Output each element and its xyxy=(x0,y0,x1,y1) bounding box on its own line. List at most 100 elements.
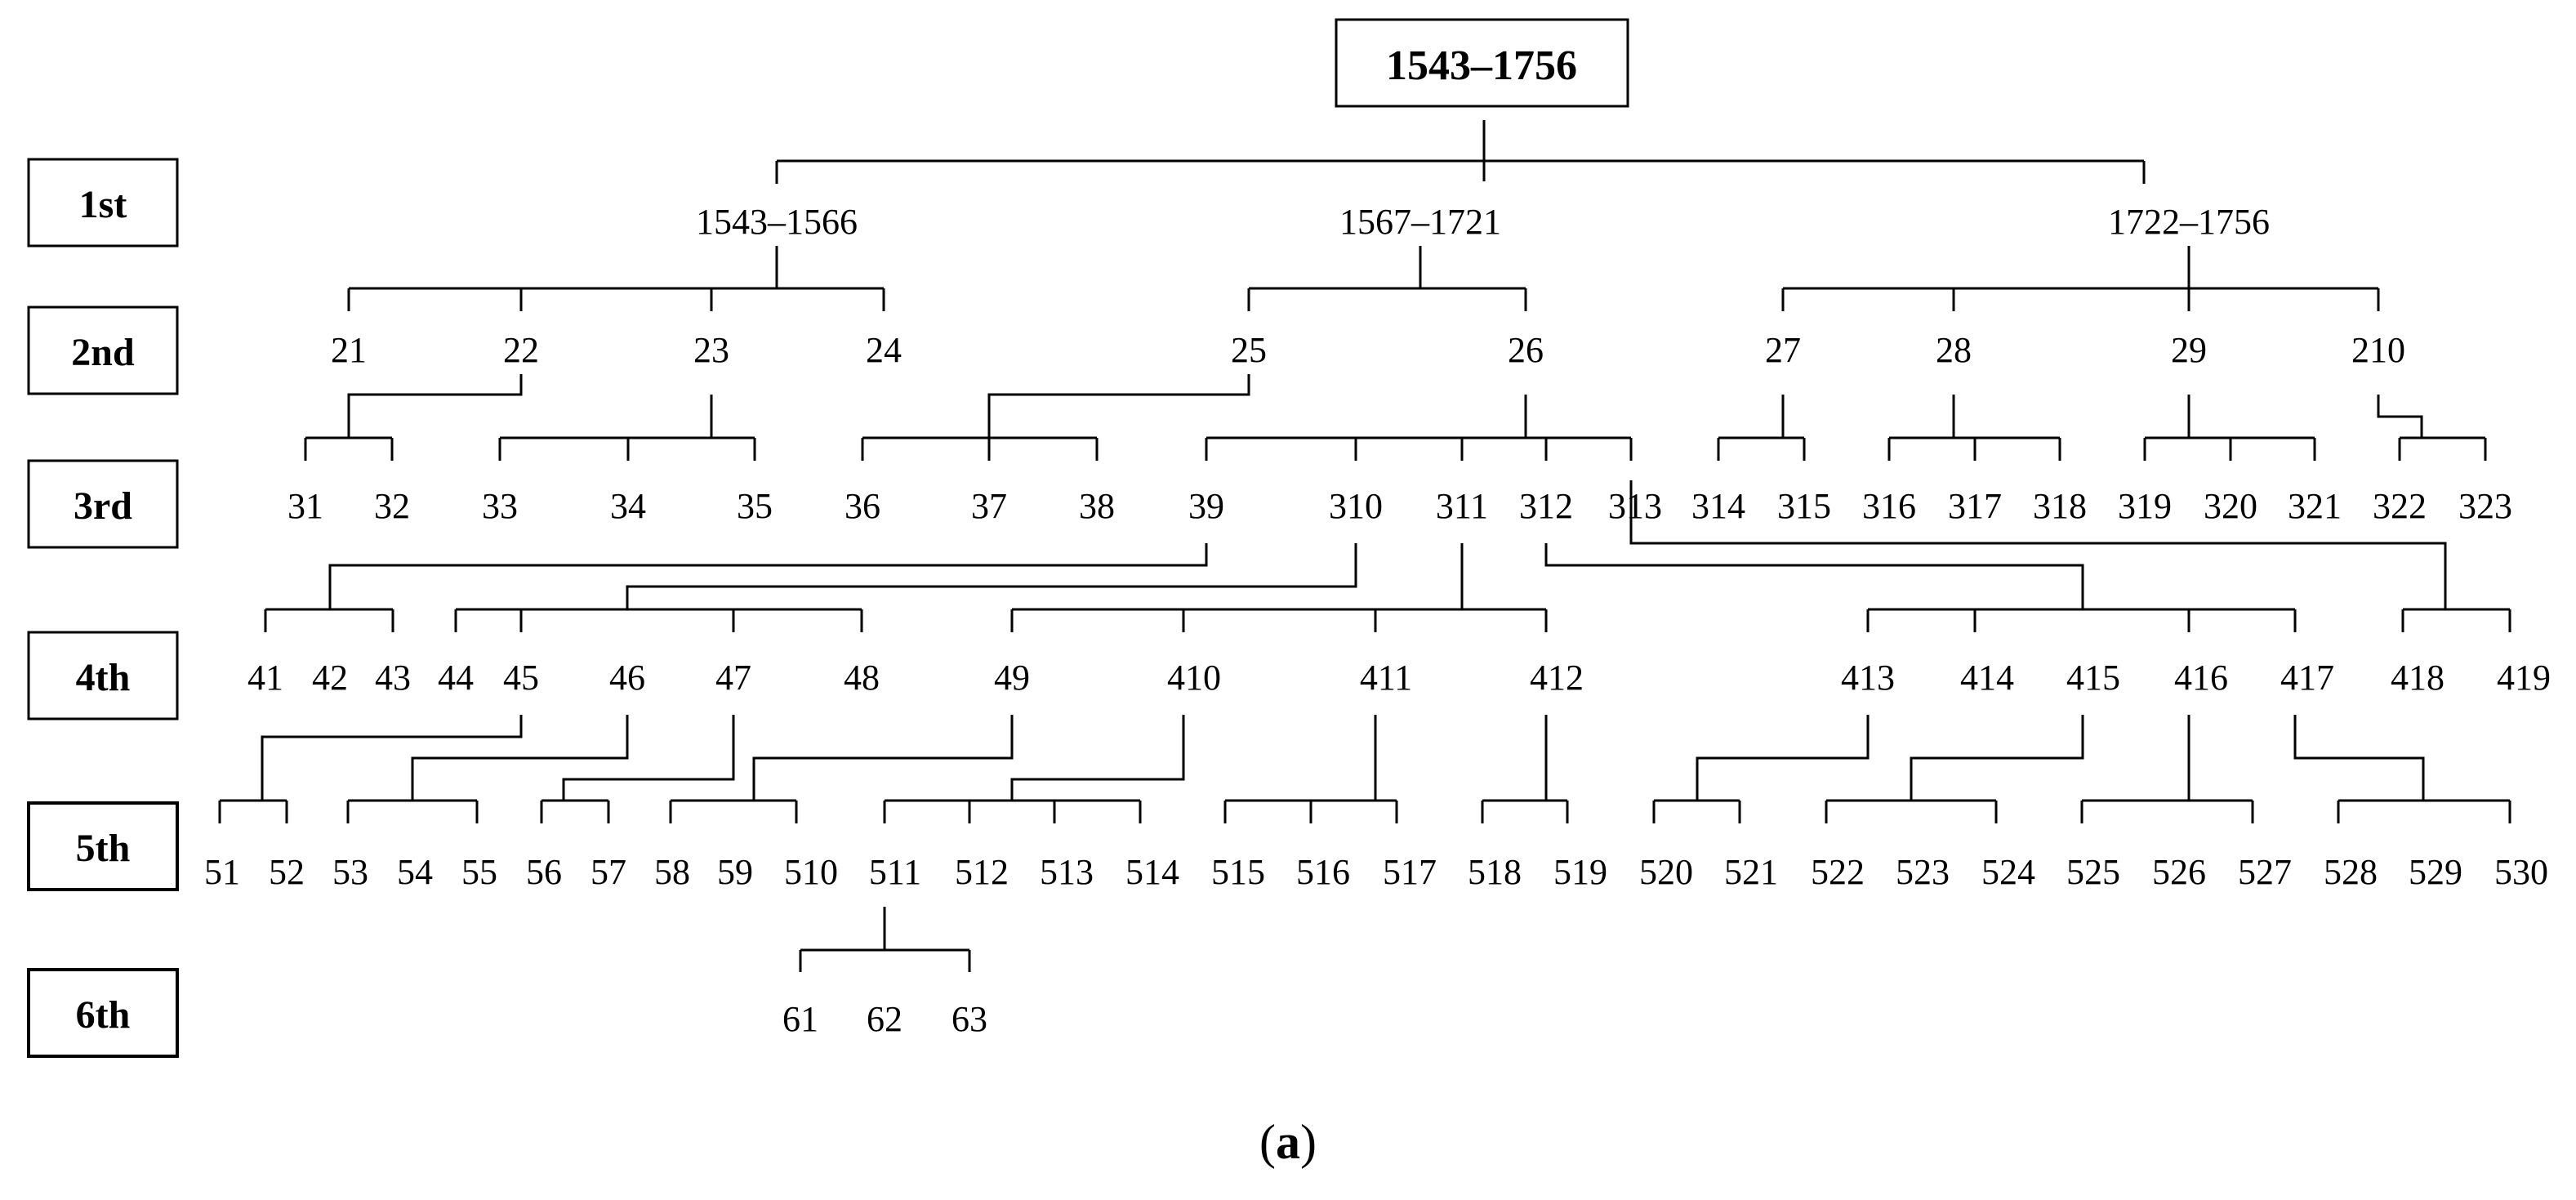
caption-open-paren: ( xyxy=(1259,1115,1276,1169)
node-316: 316 xyxy=(1862,486,1916,526)
generation-label-6th: 6th xyxy=(76,993,131,1037)
node-54: 54 xyxy=(397,852,433,892)
node-527: 527 xyxy=(2238,852,2292,892)
generation-label-2nd: 2nd xyxy=(71,331,135,374)
node-410: 410 xyxy=(1167,658,1221,698)
node-513: 513 xyxy=(1040,852,1094,892)
node-320: 320 xyxy=(2204,486,2257,526)
generation-box-3rd xyxy=(27,459,179,549)
node-522: 522 xyxy=(1811,852,1865,892)
node-47: 47 xyxy=(715,658,751,698)
node-48: 48 xyxy=(844,658,880,698)
node-31: 31 xyxy=(287,486,323,526)
root-box xyxy=(1335,18,1629,108)
node-314: 314 xyxy=(1691,486,1745,526)
node-525: 525 xyxy=(2066,852,2120,892)
generation-labels: 1st 2nd 3rd 4th 5th 6th xyxy=(27,158,179,1058)
tree-connectors xyxy=(218,120,2511,972)
node-42: 42 xyxy=(312,658,348,698)
generation-6-nodes: 61 62 63 xyxy=(782,999,987,1039)
node-21: 21 xyxy=(331,330,367,370)
node-519: 519 xyxy=(1553,852,1607,892)
node-41: 41 xyxy=(247,658,283,698)
generation-1-nodes: 1543–1566 1567–1721 1722–1756 xyxy=(696,202,2270,242)
node-51: 51 xyxy=(204,852,240,892)
node-27: 27 xyxy=(1765,330,1801,370)
node-511: 511 xyxy=(869,852,921,892)
node-322: 322 xyxy=(2373,486,2427,526)
figure-caption: (a) xyxy=(1259,1115,1317,1169)
node-523: 523 xyxy=(1896,852,1950,892)
node-323: 323 xyxy=(2458,486,2512,526)
node-310: 310 xyxy=(1329,486,1383,526)
node-413: 413 xyxy=(1841,658,1895,698)
generation-4-nodes: 41 42 43 44 45 46 47 48 49 410 411 412 4… xyxy=(247,658,2551,698)
node-318: 318 xyxy=(2033,486,2087,526)
generation-3-nodes: 31 32 33 34 35 36 37 38 39 310 311 312 3… xyxy=(287,486,2512,526)
node-411: 411 xyxy=(1360,658,1412,698)
node-53: 53 xyxy=(332,852,368,892)
node-28: 28 xyxy=(1936,330,1972,370)
node-34: 34 xyxy=(610,486,646,526)
node-1567-1721: 1567–1721 xyxy=(1339,202,1501,242)
caption-close-paren: ) xyxy=(1300,1115,1317,1169)
node-414: 414 xyxy=(1960,658,2014,698)
node-22: 22 xyxy=(503,330,539,370)
node-419: 419 xyxy=(2497,658,2551,698)
node-1543-1566: 1543–1566 xyxy=(696,202,858,242)
node-514: 514 xyxy=(1125,852,1179,892)
node-416: 416 xyxy=(2174,658,2228,698)
node-516: 516 xyxy=(1296,852,1350,892)
node-35: 35 xyxy=(737,486,773,526)
node-417: 417 xyxy=(2280,658,2334,698)
generation-box-6th xyxy=(27,968,179,1058)
node-521: 521 xyxy=(1724,852,1778,892)
node-518: 518 xyxy=(1468,852,1522,892)
root-label: 1543–1756 xyxy=(1386,42,1577,89)
node-61: 61 xyxy=(782,999,818,1039)
node-38: 38 xyxy=(1079,486,1115,526)
generation-box-5th xyxy=(27,801,179,891)
node-36: 36 xyxy=(845,486,880,526)
node-59: 59 xyxy=(717,852,753,892)
node-63: 63 xyxy=(952,999,987,1039)
generation-box-4th xyxy=(27,631,179,720)
node-1722-1756: 1722–1756 xyxy=(2108,202,2270,242)
node-524: 524 xyxy=(1981,852,2035,892)
node-319: 319 xyxy=(2118,486,2172,526)
node-412: 412 xyxy=(1530,658,1584,698)
node-57: 57 xyxy=(591,852,626,892)
node-315: 315 xyxy=(1777,486,1831,526)
node-26: 26 xyxy=(1508,330,1544,370)
node-312: 312 xyxy=(1519,486,1573,526)
generation-box-1st xyxy=(27,158,179,248)
node-528: 528 xyxy=(2324,852,2378,892)
node-29: 29 xyxy=(2171,330,2207,370)
node-415: 415 xyxy=(2066,658,2120,698)
node-39: 39 xyxy=(1188,486,1224,526)
node-317: 317 xyxy=(1948,486,2002,526)
node-321: 321 xyxy=(2288,486,2342,526)
node-37: 37 xyxy=(971,486,1007,526)
node-526: 526 xyxy=(2152,852,2206,892)
node-313: 313 xyxy=(1608,486,1662,526)
generation-box-2nd xyxy=(27,306,179,395)
node-512: 512 xyxy=(955,852,1009,892)
node-530: 530 xyxy=(2494,852,2548,892)
caption-letter: a xyxy=(1276,1115,1300,1169)
node-24: 24 xyxy=(866,330,902,370)
generation-label-5th: 5th xyxy=(76,827,131,870)
node-515: 515 xyxy=(1211,852,1265,892)
node-43: 43 xyxy=(375,658,411,698)
generation-label-1st: 1st xyxy=(79,183,127,226)
node-418: 418 xyxy=(2391,658,2445,698)
node-529: 529 xyxy=(2409,852,2462,892)
node-23: 23 xyxy=(693,330,729,370)
node-56: 56 xyxy=(526,852,562,892)
generation-label-4th: 4th xyxy=(76,656,131,699)
node-45: 45 xyxy=(503,658,539,698)
node-311: 311 xyxy=(1436,486,1488,526)
node-25: 25 xyxy=(1231,330,1267,370)
node-46: 46 xyxy=(609,658,645,698)
